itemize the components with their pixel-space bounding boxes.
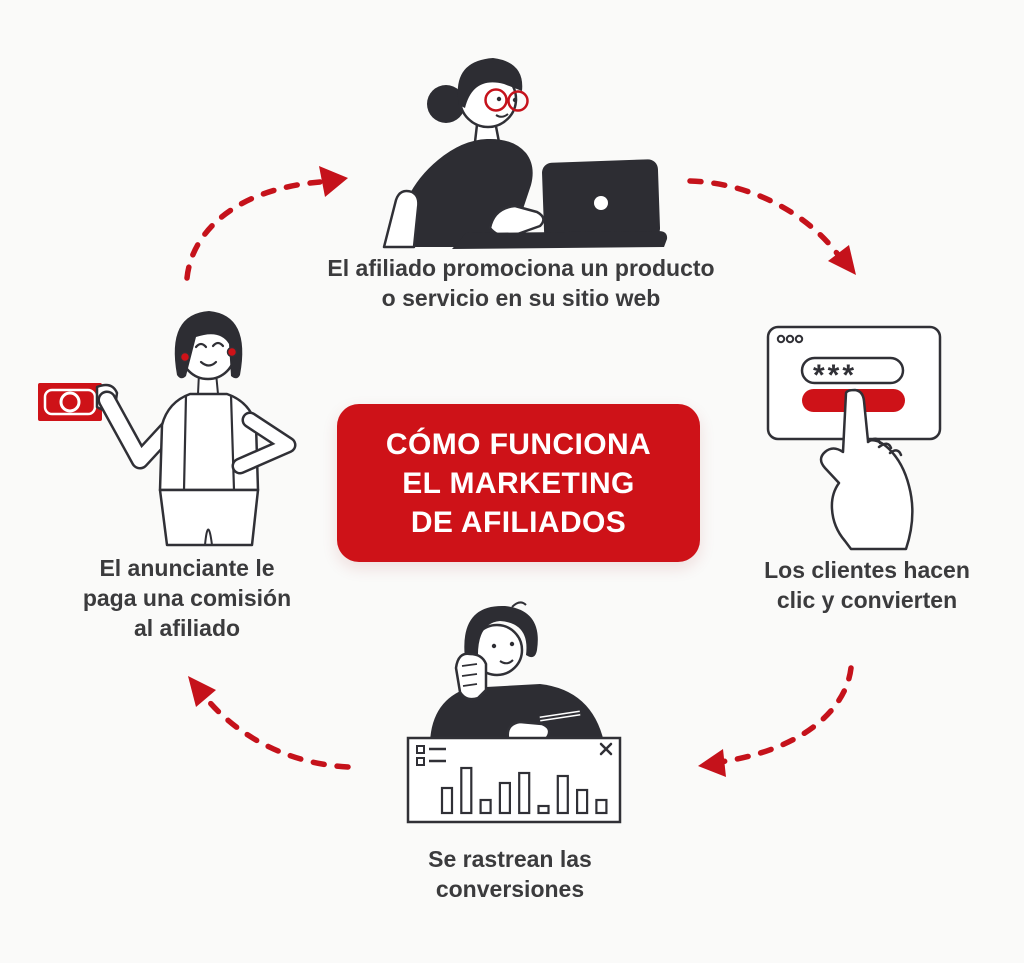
close-icon <box>599 742 613 756</box>
arrow-tracking-to-advertiser <box>203 695 351 770</box>
conversion-bar <box>595 798 608 815</box>
advertiser-hair <box>174 311 243 379</box>
step-customers-line-2: clic y convierten <box>776 587 958 613</box>
hand-knuckles <box>866 437 903 457</box>
step-tracking-line-2: conversiones <box>435 876 585 902</box>
support-arm <box>452 689 488 742</box>
step-customers-line-1: Los clientes hacen <box>764 557 970 583</box>
glasses-left-lens <box>484 88 508 112</box>
cycle-arrowheads <box>188 166 856 777</box>
laptop-base <box>452 231 668 249</box>
arrow-advertiser-to-affiliate <box>184 179 323 281</box>
hair-bun <box>427 85 465 123</box>
step-label-affiliate: El afiliado promociona un producto o ser… <box>261 253 781 313</box>
arrowhead-to-affiliate <box>319 166 348 197</box>
password-asterisks: *** <box>813 359 857 392</box>
step-label-tracking: Se rastrean las conversiones <box>360 844 660 904</box>
affiliate-left-arm <box>382 189 420 249</box>
step-advertiser-line-1: El anunciante le <box>99 555 275 581</box>
step-label-advertiser: El anunciante le paga una comisión al af… <box>37 553 337 643</box>
conversion-bar <box>537 804 550 815</box>
conversion-bar <box>556 774 569 815</box>
pointing-hand <box>819 388 914 551</box>
affiliate-smile <box>495 113 509 118</box>
arrowhead-to-advertiser <box>188 676 216 707</box>
advertiser-torso <box>158 392 260 492</box>
step-tracking-line-1: Se rastrean las <box>428 846 592 872</box>
title-line-1: CÓMO FUNCIONA <box>385 427 652 461</box>
advertiser-eyes <box>194 341 225 349</box>
conversion-bar <box>575 788 589 815</box>
conversion-bars-chart <box>440 766 608 815</box>
right-earring <box>226 346 238 358</box>
password-field <box>800 356 905 385</box>
step-affiliate-line-1: El afiliado promociona un producto <box>327 255 715 281</box>
title-line-3: DE AFILIADOS <box>410 505 627 539</box>
advertiser-illustration <box>38 311 297 547</box>
chart-window <box>406 736 622 824</box>
arrow-customers-to-tracking <box>717 665 854 765</box>
laptop-logo-dot <box>594 196 608 210</box>
advertiser-skirt <box>158 488 260 547</box>
step-affiliate-line-2: o servicio en su sitio web <box>381 285 661 311</box>
affiliate-illustration <box>382 58 668 249</box>
glasses-right-lens <box>507 90 529 112</box>
tracking-illustration <box>430 601 604 744</box>
conversion-bar <box>479 798 492 815</box>
left-earring <box>179 351 191 363</box>
vest-lines <box>182 394 236 491</box>
conversion-bar <box>440 786 454 815</box>
analyst-smile <box>499 659 514 665</box>
title-line-2: EL MARKETING <box>402 466 635 500</box>
tracking-window <box>406 736 622 824</box>
advertiser-smile <box>199 360 218 367</box>
customer-click-illustration: *** <box>766 325 942 551</box>
browser-dots-icon <box>776 334 804 344</box>
conversion-bar <box>518 771 531 815</box>
arrowhead-to-customers <box>828 245 856 275</box>
arrow-affiliate-to-customers <box>687 178 842 259</box>
step-label-customers: Los clientes hacen clic y convierten <box>707 555 1024 615</box>
conversion-bar <box>460 766 473 815</box>
window-menu-icon <box>416 745 446 766</box>
step-advertiser-line-2: paga una comisión <box>82 585 292 611</box>
money-bill <box>38 383 102 421</box>
arrowhead-to-tracking <box>698 749 726 777</box>
affiliate-hair <box>457 58 523 108</box>
step-advertiser-line-3: al afiliado <box>133 615 241 641</box>
analyst-hair <box>464 605 538 666</box>
cycle-arrows <box>184 178 854 770</box>
cheek-hand <box>454 652 488 701</box>
conversion-bar <box>498 781 511 815</box>
title-card: CÓMO FUNCIONA EL MARKETING DE AFILIADOS <box>337 404 700 562</box>
